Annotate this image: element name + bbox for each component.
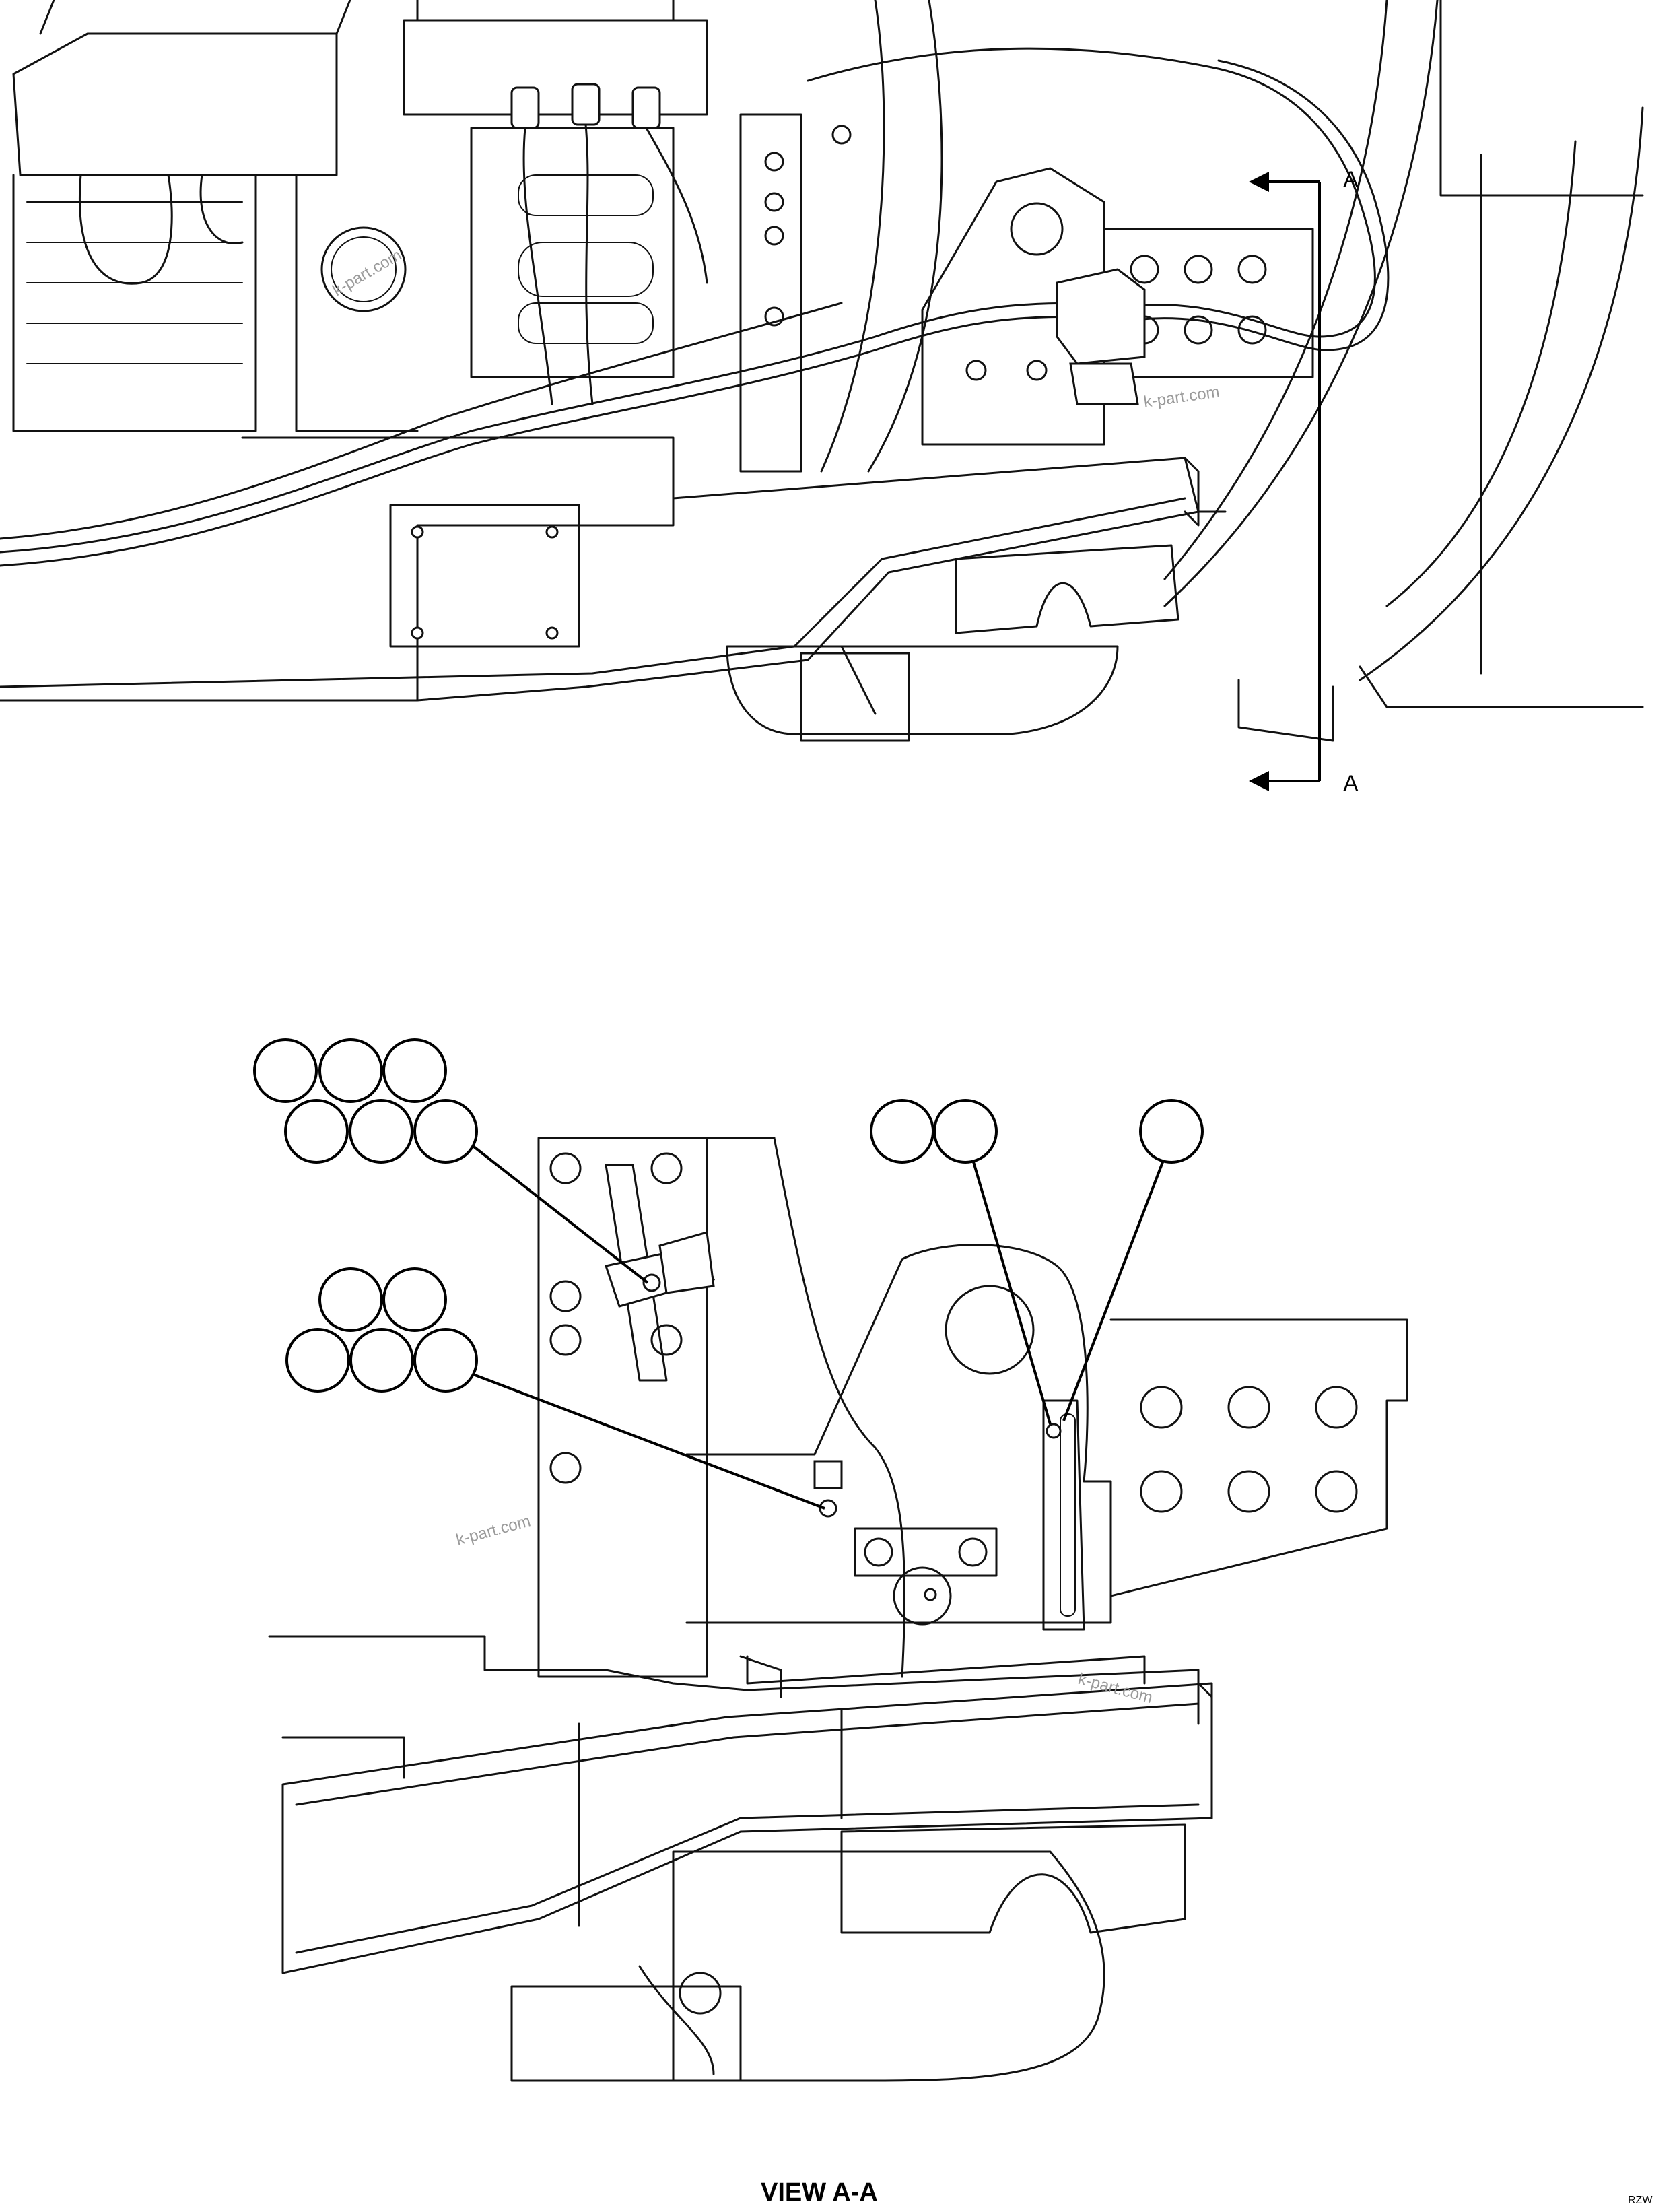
callout-group-4 xyxy=(1139,1099,1204,1164)
callout-group-2 xyxy=(285,1267,478,1393)
view-caption: VIEW A-A xyxy=(761,2178,878,2207)
callout-balloon[interactable] xyxy=(933,1099,998,1164)
callout-balloon[interactable] xyxy=(349,1099,413,1164)
upper-overview-drawing xyxy=(0,0,1644,742)
section-letter-top: A xyxy=(1343,167,1359,193)
callout-balloon[interactable] xyxy=(870,1099,934,1164)
callout-balloon[interactable] xyxy=(349,1328,414,1393)
section-arrow-top: A A xyxy=(1249,167,1359,797)
callout-balloon[interactable] xyxy=(413,1328,478,1393)
lower-detail-drawing xyxy=(268,1137,1408,2082)
callout-group-1 xyxy=(253,1038,478,1164)
figure-code: RZW xyxy=(1628,2194,1653,2206)
watermark-4: k-part.com xyxy=(1076,1670,1154,1707)
callout-balloon[interactable] xyxy=(1139,1099,1204,1164)
callout-balloon[interactable] xyxy=(285,1328,350,1393)
callout-balloon[interactable] xyxy=(413,1099,478,1164)
callout-balloon[interactable] xyxy=(253,1038,318,1103)
callout-balloon[interactable] xyxy=(318,1267,383,1332)
watermark-3: k-part.com xyxy=(454,1512,533,1549)
callout-balloon[interactable] xyxy=(382,1267,447,1332)
leader-lines xyxy=(470,1143,1169,1510)
callout-group-3 xyxy=(870,1099,998,1164)
callout-balloon[interactable] xyxy=(382,1038,447,1103)
harness-connectors xyxy=(510,83,708,405)
section-letter-bottom: A xyxy=(1343,771,1359,797)
watermark-2: k-part.com xyxy=(1142,382,1221,411)
callout-balloon[interactable] xyxy=(318,1038,383,1103)
callout-balloon[interactable] xyxy=(284,1099,349,1164)
watermark-1: k-part.com xyxy=(330,246,405,300)
